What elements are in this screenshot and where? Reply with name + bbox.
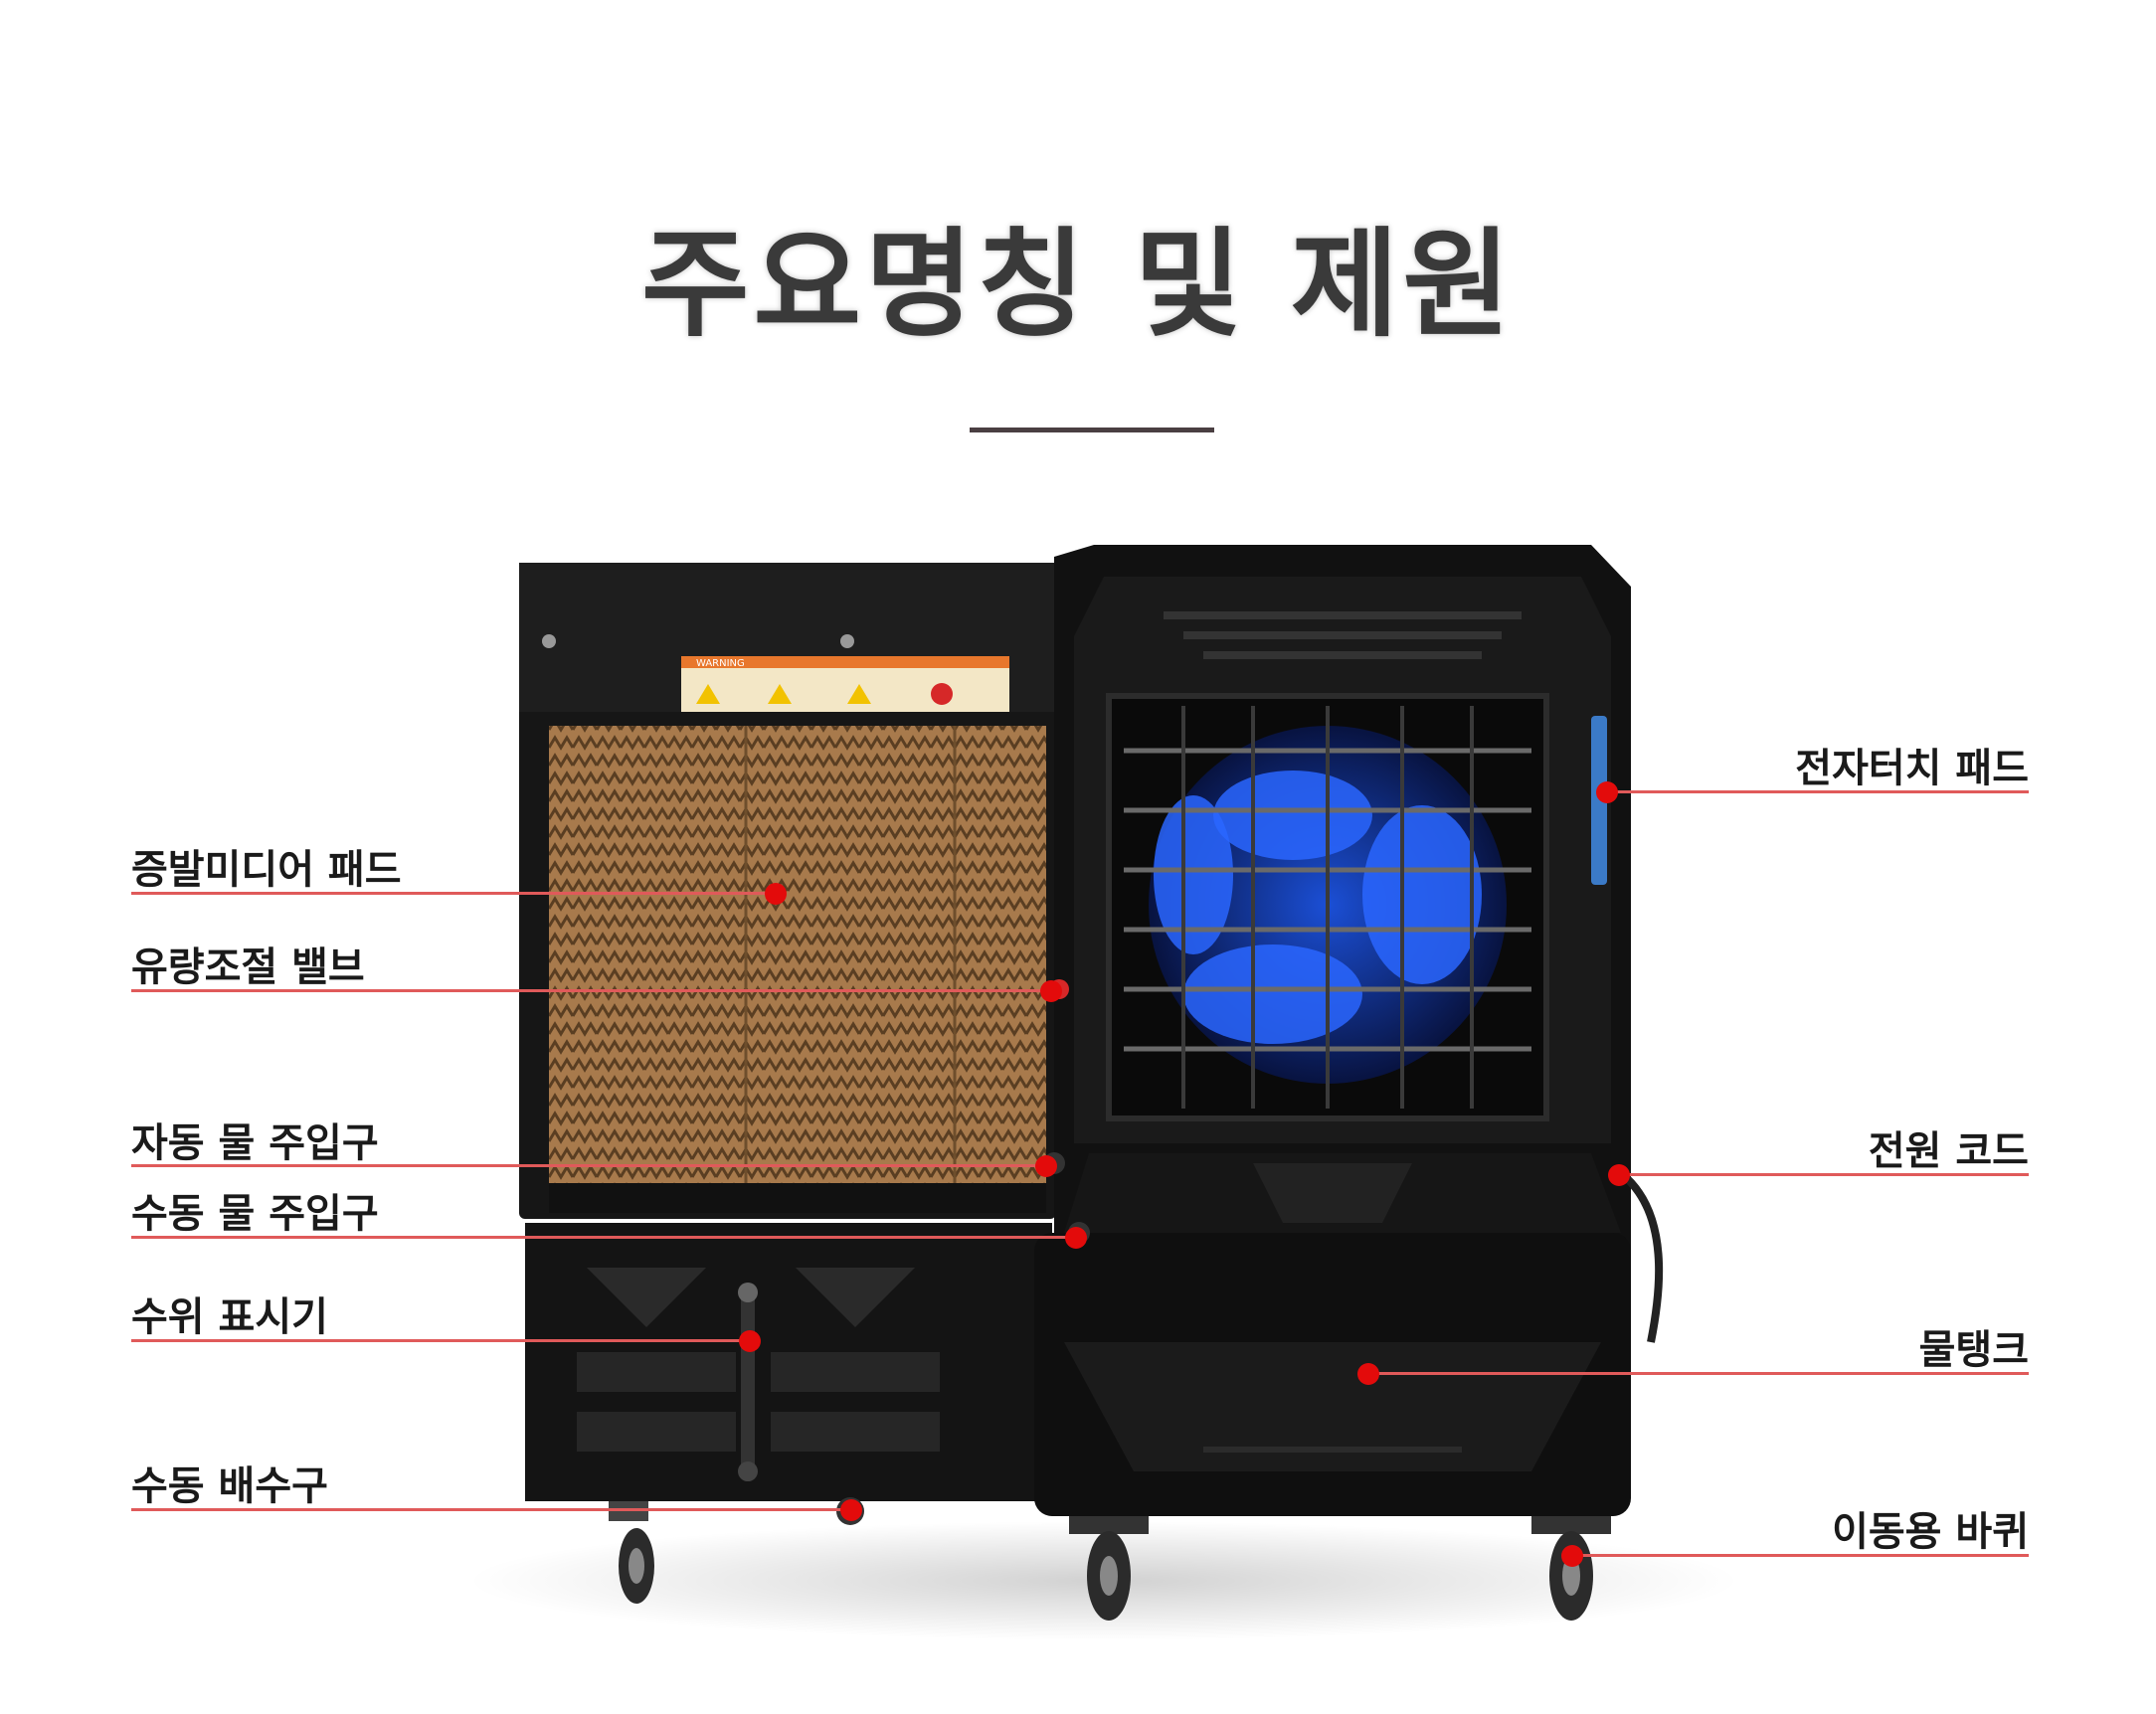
- leader-manual-inlet: [131, 1236, 1076, 1239]
- label-level-indicator: 수위 표시기: [131, 1294, 328, 1340]
- label-water-tank: 물탱크: [1918, 1327, 2029, 1373]
- label-casters: 이동용 바퀴: [1832, 1509, 2029, 1555]
- leader-water-tank: [1369, 1372, 2029, 1375]
- marker-casters: [1561, 1545, 1583, 1567]
- marker-water-tank: [1357, 1363, 1379, 1385]
- marker-auto-inlet: [1035, 1155, 1057, 1177]
- leader-evaporative-pad: [131, 892, 776, 895]
- label-evaporative-pad: 증발미디어 패드: [131, 847, 402, 893]
- leader-flow-valve: [131, 989, 1054, 992]
- leader-level-indicator: [131, 1339, 750, 1342]
- marker-touch-pad: [1596, 781, 1618, 803]
- back-unit: WARNING: [519, 563, 1056, 1604]
- leader-casters: [1573, 1554, 2029, 1557]
- marker-level-indicator: [739, 1330, 761, 1352]
- front-unit: [1034, 545, 1664, 1621]
- marker-evaporative-pad: [765, 883, 787, 905]
- warning-sticker-text: WARNING: [696, 658, 745, 669]
- page-title: 주요명칭 및 제원: [640, 216, 1516, 353]
- marker-manual-inlet: [1065, 1227, 1087, 1249]
- label-manual-inlet: 수동 물 주입구: [131, 1191, 379, 1237]
- label-touch-pad: 전자터치 패드: [1795, 746, 2029, 791]
- leader-touch-pad: [1608, 790, 2029, 793]
- leader-power-cord: [1620, 1173, 2029, 1176]
- leader-manual-drain: [131, 1508, 851, 1511]
- marker-flow-valve: [1040, 980, 1062, 1002]
- leader-auto-inlet: [131, 1164, 1046, 1167]
- label-flow-valve: 유량조절 밸브: [131, 944, 365, 990]
- marker-manual-drain: [840, 1499, 862, 1521]
- label-power-cord: 전원 코드: [1868, 1128, 2029, 1174]
- marker-power-cord: [1608, 1164, 1630, 1186]
- label-manual-drain: 수동 배수구: [131, 1463, 328, 1509]
- label-auto-inlet: 자동 물 주입구: [131, 1120, 379, 1166]
- title-divider: [970, 428, 1214, 432]
